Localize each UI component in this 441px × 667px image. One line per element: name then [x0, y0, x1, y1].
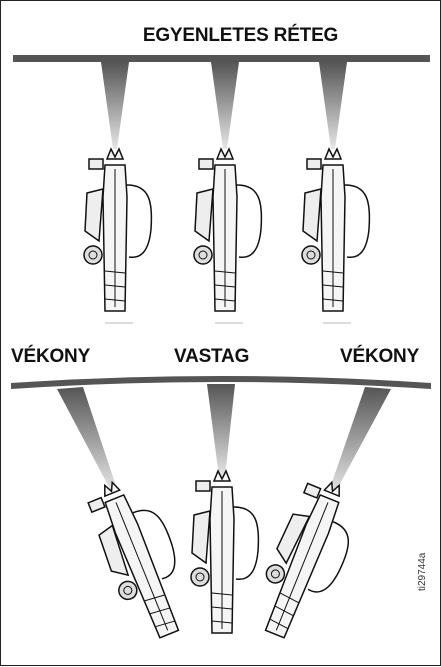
- label-thin-left: VÉKONY: [11, 346, 91, 367]
- spray-gun-icon: [245, 471, 371, 649]
- label-thin-right: VÉKONY: [340, 346, 420, 367]
- spray-fan-cone: [57, 387, 117, 491]
- label-thick-center: VASTAG: [174, 346, 250, 367]
- even-spray-group: [83, 62, 371, 324]
- title-even-layer: EGYENLETES RÉTEG: [142, 25, 339, 46]
- spray-gun-icon: [83, 148, 153, 312]
- spray-fan-cone: [207, 384, 235, 477]
- spray-fan-cone: [101, 62, 129, 149]
- curved-target-bar: [11, 376, 431, 389]
- spray-gun-icon: [79, 469, 204, 647]
- spray-fan-cone: [329, 387, 391, 493]
- spray-gun-icon: [301, 148, 371, 312]
- spray-gun-icon: [193, 148, 263, 312]
- spray-target-bar: [13, 55, 430, 62]
- spray-gun-icon: [190, 470, 260, 634]
- arc-spray-group: [57, 384, 391, 649]
- figure-code: ti29744a: [417, 552, 428, 591]
- spray-fan-cone: [319, 62, 347, 149]
- spray-fan-cone: [211, 62, 239, 149]
